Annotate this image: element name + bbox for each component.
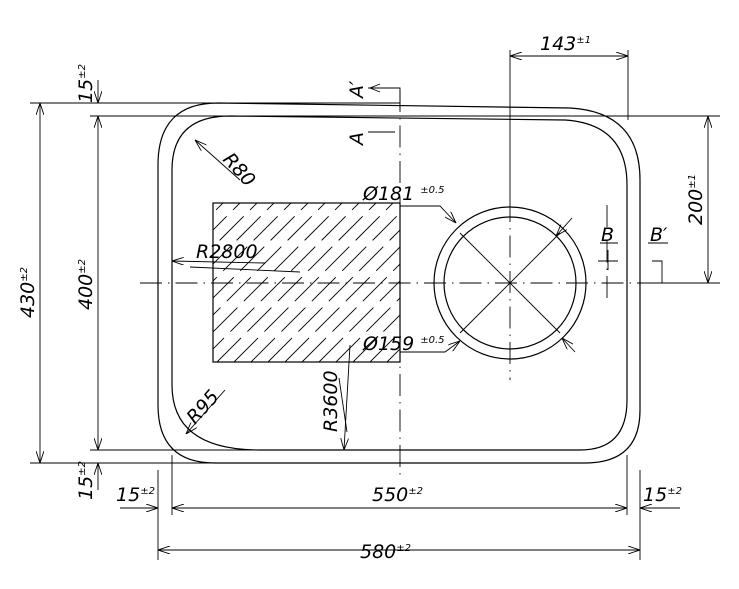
hatch-line [213,203,275,265]
hatch-line [47,182,227,362]
sink-outer-outline [157,102,641,464]
drain-outer-dia-label: Ø181±0.5 [362,183,445,205]
hatch-line [213,203,224,214]
hatch-line [30,182,210,362]
drain-inner-dia-label: Ø159±0.5 [362,333,445,355]
hatch-line [213,203,360,350]
section-markers [368,83,668,283]
hatch-line [213,203,258,248]
hatch-line [213,203,309,299]
height-overall-label: 430±2 [17,267,39,318]
hatch-line [421,182,601,362]
rim-right-label: 15±2 [643,484,682,506]
width-overall-label: 580±2 [360,541,411,563]
dimension-lines [30,50,720,560]
radius-r3600-label: R3600 [320,370,342,432]
hatch-line [213,203,241,231]
drain-offset-x-label: 143±1 [540,33,591,55]
section-b-label: B [601,224,614,246]
rim-left-label: 15±2 [116,484,155,506]
height-inner-label: 400±2 [75,259,97,310]
drain-inner-circle [443,216,577,350]
section-a-prime-label: A′ [346,80,368,100]
drain-offset-y-label: 200±1 [685,174,707,225]
radius-r80-label: R80 [218,149,259,192]
hatched-area [30,182,601,363]
drain-outer-circle [433,206,587,360]
radius-r95-label: R95 [182,386,223,429]
hatch-line [213,203,292,282]
hatch-line [213,203,326,316]
section-b-prime-label: B′ [650,224,668,246]
rim-top-label: 15±2 [75,64,97,103]
hatch-line [213,203,343,333]
rim-bottom-label: 15±2 [75,461,97,500]
section-a-label: A [346,132,368,147]
radius-r2800-label: R2800 [196,241,258,263]
width-inner-label: 550±2 [372,484,423,506]
